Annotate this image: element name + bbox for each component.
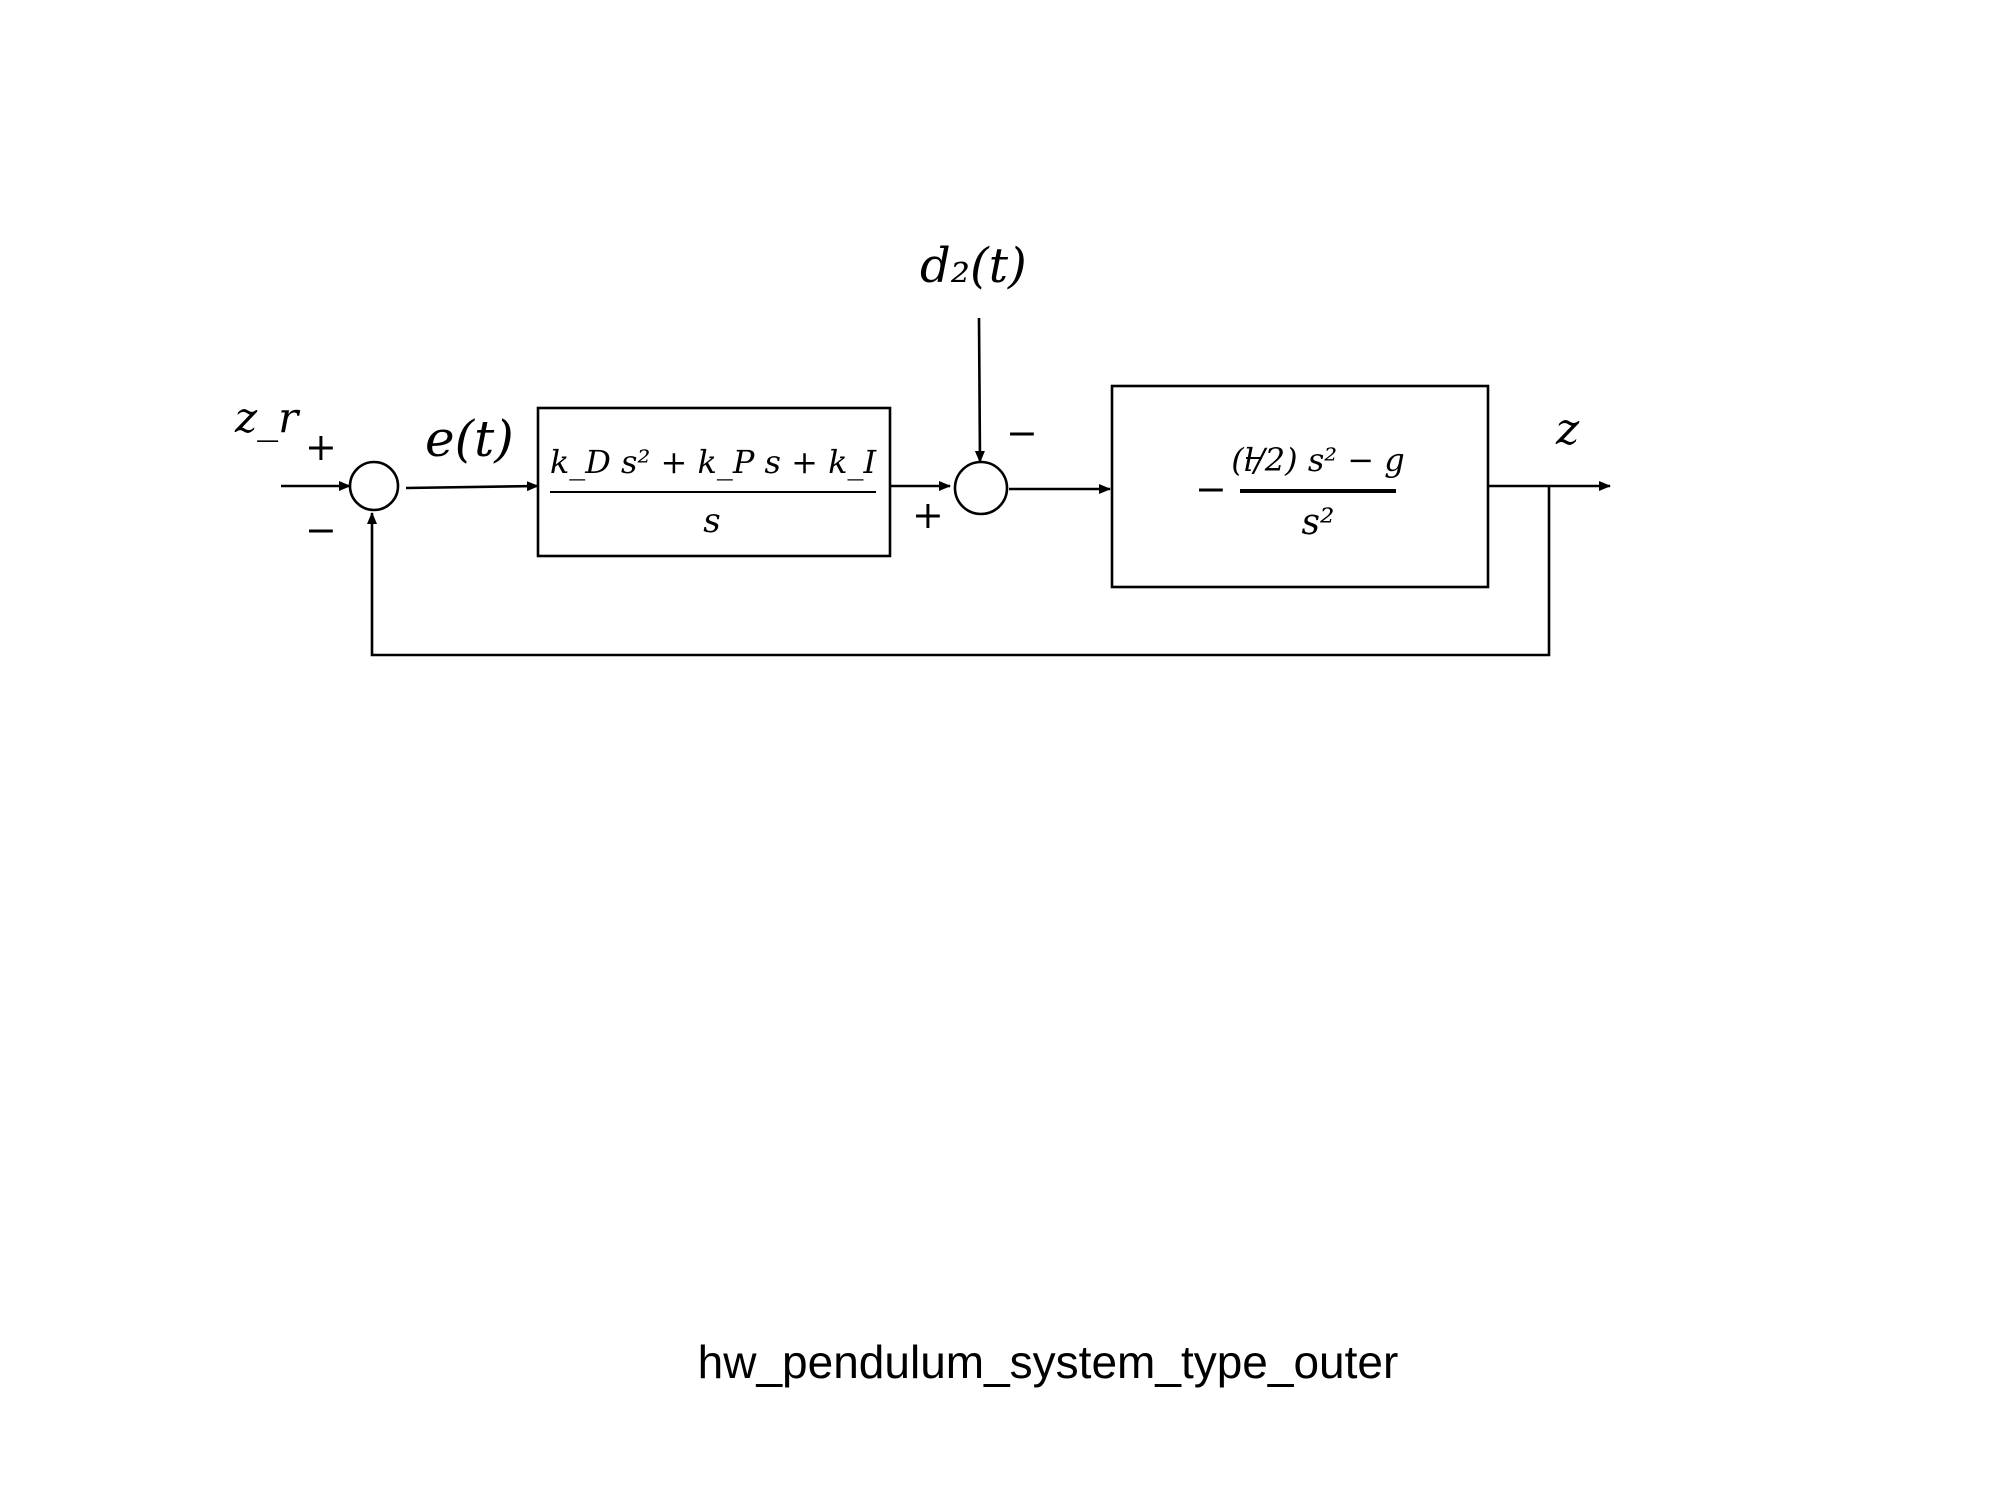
summing-junction-1: [348, 460, 400, 512]
caption: hw_pendulum_system_type_outer: [698, 1336, 1399, 1388]
junction-1-plus-sign: +: [305, 425, 337, 469]
disturbance-label: d₂(t): [920, 238, 1027, 294]
output-label: z: [1555, 404, 1580, 455]
plant-denominator: s²: [1302, 502, 1335, 543]
controller-denominator: s: [703, 501, 720, 541]
controller-block: [536, 406, 892, 558]
plant-negative-sign: −: [1195, 467, 1227, 511]
plant-numerator: (l/2) s² − g: [1231, 441, 1404, 479]
controller-numerator: k_D s² + k_P s + k_I: [550, 443, 878, 481]
disturbance-arrow: [974, 317, 985, 463]
junction-2-minus-sign: −: [1006, 411, 1038, 455]
plant-block: [1110, 384, 1490, 589]
error-label: e(t): [425, 410, 514, 468]
error-signal-arrow: [405, 481, 539, 492]
junction-2-plus-sign: +: [912, 493, 944, 537]
feedback-path: [367, 486, 1551, 657]
summing-junction-2: [953, 460, 1009, 516]
junction-1-minus-sign: −: [305, 508, 337, 552]
reference-label: z_r: [234, 393, 301, 442]
